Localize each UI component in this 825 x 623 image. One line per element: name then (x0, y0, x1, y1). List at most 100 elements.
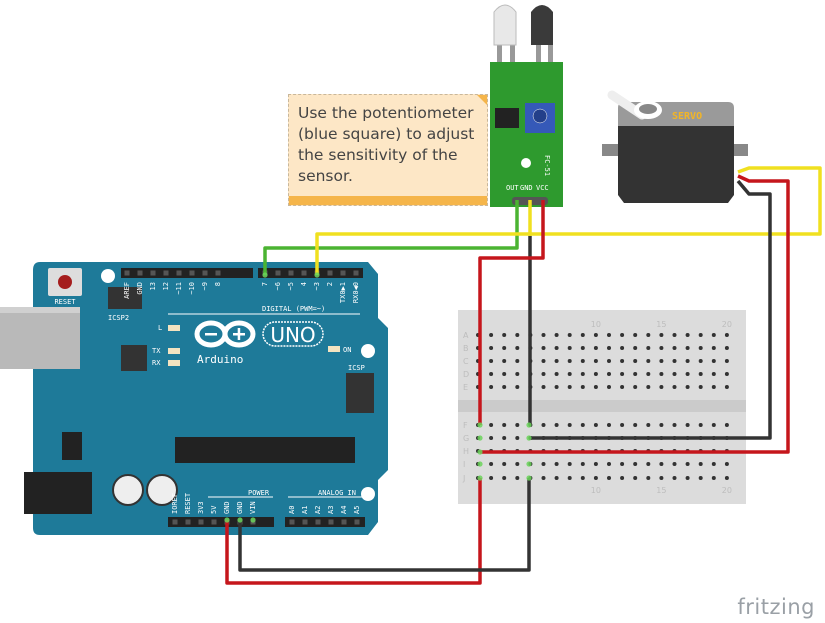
breadboard-hole[interactable] (580, 372, 585, 376)
header-pin[interactable] (189, 270, 195, 276)
breadboard-hole[interactable] (541, 346, 546, 350)
header-pin[interactable] (124, 270, 130, 276)
breadboard-hole[interactable] (593, 346, 598, 350)
breadboard-hole[interactable] (685, 372, 690, 376)
breadboard-hole[interactable] (724, 462, 729, 466)
breadboard-hole[interactable] (580, 346, 585, 350)
breadboard-hole[interactable] (646, 372, 651, 376)
breadboard-hole[interactable] (489, 476, 494, 480)
breadboard-hole[interactable] (515, 476, 520, 480)
breadboard-hole[interactable] (633, 372, 638, 376)
breadboard-hole[interactable] (633, 346, 638, 350)
breadboard-hole[interactable] (489, 462, 494, 466)
breadboard-hole[interactable] (724, 385, 729, 389)
breadboard-hole[interactable] (502, 385, 507, 389)
breadboard-hole[interactable] (567, 359, 572, 363)
breadboard-hole[interactable] (541, 476, 546, 480)
breadboard-hole[interactable] (659, 333, 664, 337)
header-pin[interactable] (354, 519, 360, 525)
header-pin[interactable] (353, 270, 359, 276)
breadboard-hole[interactable] (515, 372, 520, 376)
header-pin[interactable] (215, 270, 221, 276)
breadboard-hole[interactable] (580, 462, 585, 466)
breadboard-hole[interactable] (593, 372, 598, 376)
breadboard-hole[interactable] (633, 462, 638, 466)
breadboard-hole[interactable] (646, 476, 651, 480)
header-pin[interactable] (328, 519, 334, 525)
breadboard-hole[interactable] (607, 359, 611, 363)
breadboard-hole[interactable] (659, 476, 664, 480)
breadboard-hole[interactable] (489, 372, 494, 376)
breadboard-hole[interactable] (685, 333, 690, 337)
header-pin[interactable] (172, 519, 178, 525)
breadboard-hole[interactable] (620, 359, 625, 363)
breadboard-hole[interactable] (541, 372, 546, 376)
breadboard-hole[interactable] (515, 423, 520, 427)
breadboard-hole[interactable] (711, 333, 716, 337)
breadboard-hole[interactable] (672, 476, 677, 480)
header-pin[interactable] (289, 519, 295, 525)
breadboard-hole[interactable] (620, 333, 625, 337)
breadboard-hole[interactable] (659, 462, 664, 466)
breadboard-hole[interactable] (724, 333, 729, 337)
breadboard-hole[interactable] (489, 359, 494, 363)
breadboard-hole[interactable] (607, 372, 611, 376)
breadboard-hole[interactable] (580, 359, 585, 363)
breadboard-hole[interactable] (620, 385, 625, 389)
breadboard-hole[interactable] (554, 346, 559, 350)
breadboard-hole[interactable] (672, 462, 677, 466)
breadboard-hole[interactable] (672, 333, 677, 337)
breadboard-hole[interactable] (567, 333, 572, 337)
breadboard-hole[interactable] (620, 462, 625, 466)
header-pin[interactable] (185, 519, 191, 525)
breadboard-hole[interactable] (698, 423, 703, 427)
header-pin[interactable] (327, 270, 333, 276)
header-pin[interactable] (341, 519, 347, 525)
breadboard-hole[interactable] (672, 359, 677, 363)
header-pin[interactable] (275, 270, 281, 276)
breadboard-hole[interactable] (554, 423, 559, 427)
breadboard-hole[interactable] (567, 385, 572, 389)
breadboard-hole[interactable] (580, 423, 585, 427)
header-pin[interactable] (137, 270, 143, 276)
breadboard-hole[interactable] (646, 385, 651, 389)
breadboard-hole[interactable] (685, 346, 690, 350)
breadboard-hole[interactable] (711, 462, 716, 466)
breadboard-hole[interactable] (685, 359, 690, 363)
header-pin[interactable] (163, 270, 169, 276)
header-pin[interactable] (288, 270, 294, 276)
breadboard-hole[interactable] (711, 423, 716, 427)
breadboard-hole[interactable] (698, 333, 703, 337)
breadboard-hole[interactable] (607, 346, 611, 350)
breadboard-hole[interactable] (502, 436, 507, 440)
breadboard-hole[interactable] (515, 436, 520, 440)
breadboard-hole[interactable] (515, 462, 520, 466)
breadboard-hole[interactable] (489, 436, 494, 440)
breadboard-hole[interactable] (554, 359, 559, 363)
breadboard-hole[interactable] (724, 476, 729, 480)
breadboard-hole[interactable] (489, 423, 494, 427)
breadboard-hole[interactable] (659, 385, 664, 389)
breadboard-hole[interactable] (620, 346, 625, 350)
breadboard-hole[interactable] (633, 359, 638, 363)
breadboard-hole[interactable] (580, 476, 585, 480)
breadboard-hole[interactable] (541, 423, 546, 427)
breadboard-hole[interactable] (698, 476, 703, 480)
breadboard-hole[interactable] (567, 423, 572, 427)
breadboard-hole[interactable] (685, 423, 690, 427)
breadboard-hole[interactable] (593, 333, 598, 337)
breadboard-hole[interactable] (659, 359, 664, 363)
breadboard-hole[interactable] (567, 462, 572, 466)
breadboard-hole[interactable] (672, 423, 677, 427)
breadboard-hole[interactable] (541, 462, 546, 466)
breadboard-hole[interactable] (724, 359, 729, 363)
breadboard-hole[interactable] (580, 333, 585, 337)
breadboard-hole[interactable] (489, 333, 494, 337)
breadboard-hole[interactable] (607, 423, 611, 427)
breadboard-hole[interactable] (541, 359, 546, 363)
header-pin[interactable] (301, 270, 307, 276)
breadboard-hole[interactable] (580, 385, 585, 389)
breadboard-hole[interactable] (554, 385, 559, 389)
breadboard-hole[interactable] (659, 423, 664, 427)
breadboard-hole[interactable] (646, 423, 651, 427)
